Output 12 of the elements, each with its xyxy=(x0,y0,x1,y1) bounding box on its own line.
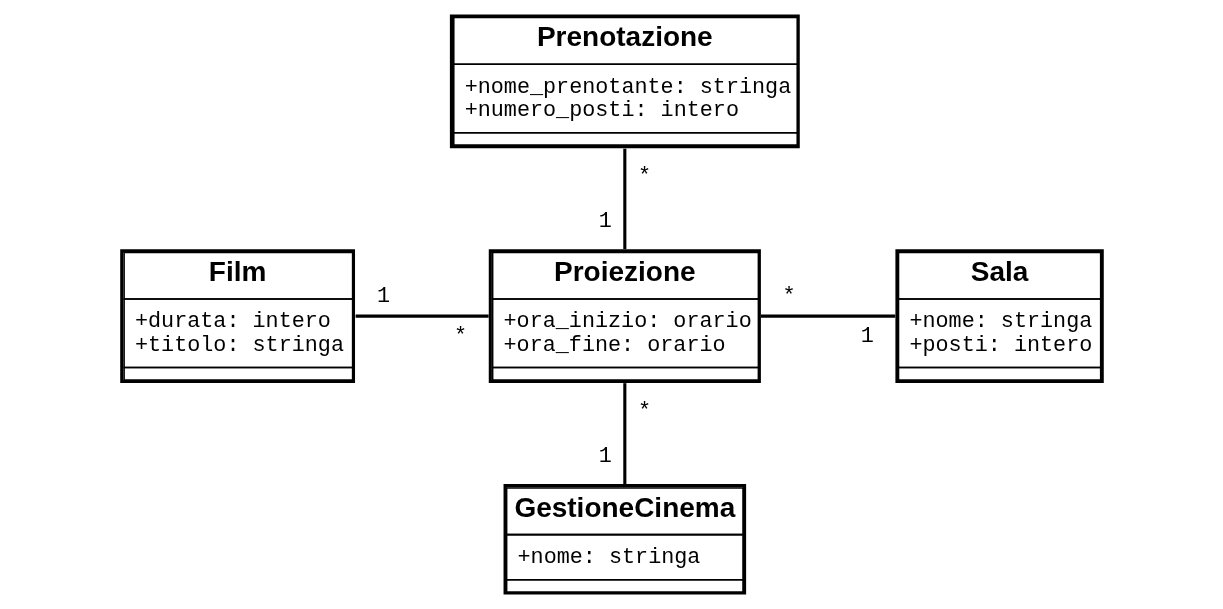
connector xyxy=(622,148,626,250)
label: 1 xyxy=(860,323,874,349)
label: 1 xyxy=(598,443,612,469)
connector xyxy=(760,314,895,318)
label: * xyxy=(637,398,651,424)
connector xyxy=(622,383,626,485)
label: * xyxy=(781,284,796,310)
label: * xyxy=(453,323,467,349)
label: 1 xyxy=(598,208,612,234)
label: 1 xyxy=(376,284,390,310)
label: * xyxy=(637,164,651,190)
connector xyxy=(355,314,489,318)
